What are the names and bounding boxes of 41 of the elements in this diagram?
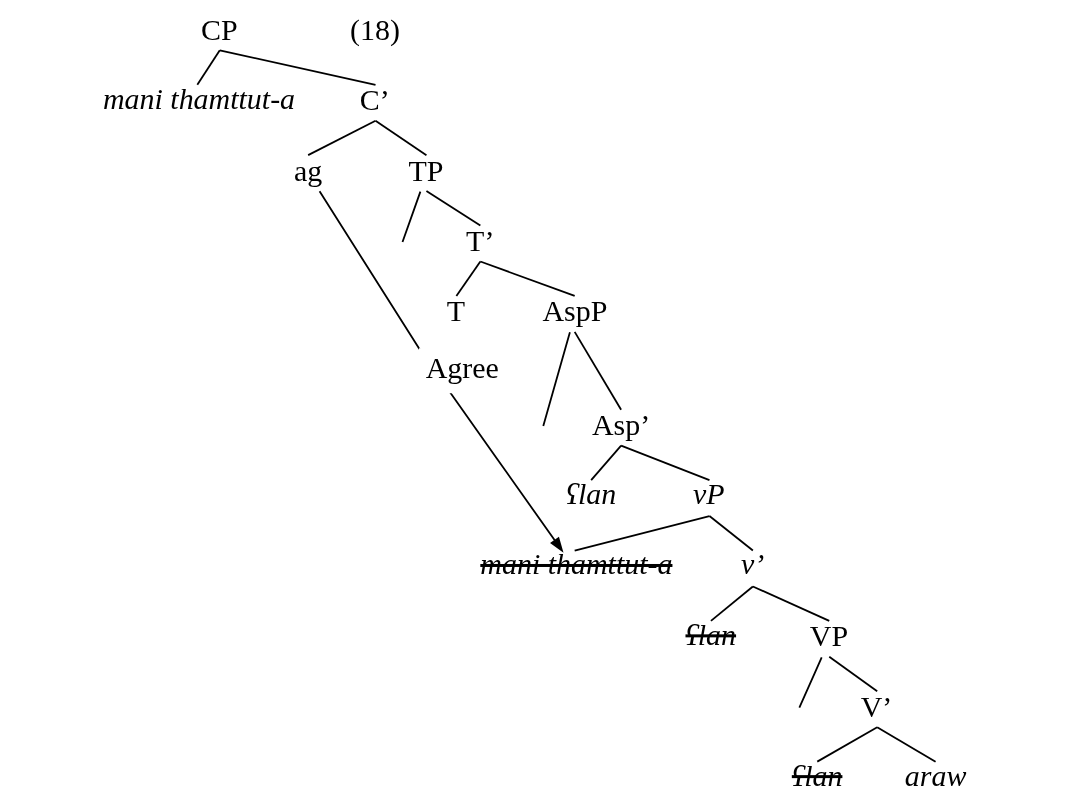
- node-text: Asp’: [591, 408, 650, 442]
- connector: [709, 585, 754, 622]
- connector: [374, 119, 427, 157]
- node-text: VP: [809, 619, 848, 653]
- node-text: TP: [407, 153, 443, 187]
- node-text: ag: [293, 153, 322, 187]
- edge-label: Agree: [425, 351, 499, 385]
- connector: [708, 515, 754, 552]
- connector: [455, 260, 481, 297]
- connector: [218, 49, 376, 86]
- node-text: ʕlan: [791, 758, 842, 792]
- connector: [401, 190, 421, 243]
- node-text: v’: [740, 547, 764, 581]
- label: (18): [349, 12, 400, 46]
- node-text: V’: [860, 689, 892, 723]
- connector: [573, 330, 622, 411]
- node-text: T’: [465, 224, 494, 258]
- node-text: araw: [904, 758, 966, 792]
- connector: [541, 331, 571, 427]
- node-text: AspP: [541, 294, 607, 328]
- node-text: CP: [200, 12, 238, 46]
- connector: [827, 655, 878, 693]
- node-text: mani thamttut-a: [102, 81, 295, 115]
- node-text: T: [446, 294, 465, 328]
- connector: [306, 119, 376, 157]
- connector: [573, 515, 710, 552]
- connector: [589, 444, 622, 482]
- node-text: ʕlan: [685, 617, 736, 651]
- node-text: ʕlan: [565, 477, 616, 511]
- connector: [425, 190, 481, 227]
- connector: [751, 585, 830, 622]
- arrow: [318, 190, 563, 553]
- connector: [875, 726, 936, 763]
- connector: [195, 49, 221, 86]
- connector: [478, 260, 576, 297]
- connector: [619, 444, 710, 482]
- node-text: mani thamttut-a: [479, 547, 672, 581]
- node-text: C’: [359, 83, 390, 117]
- connector: [815, 726, 878, 763]
- node-text: vP: [692, 477, 725, 511]
- connector: [797, 656, 823, 709]
